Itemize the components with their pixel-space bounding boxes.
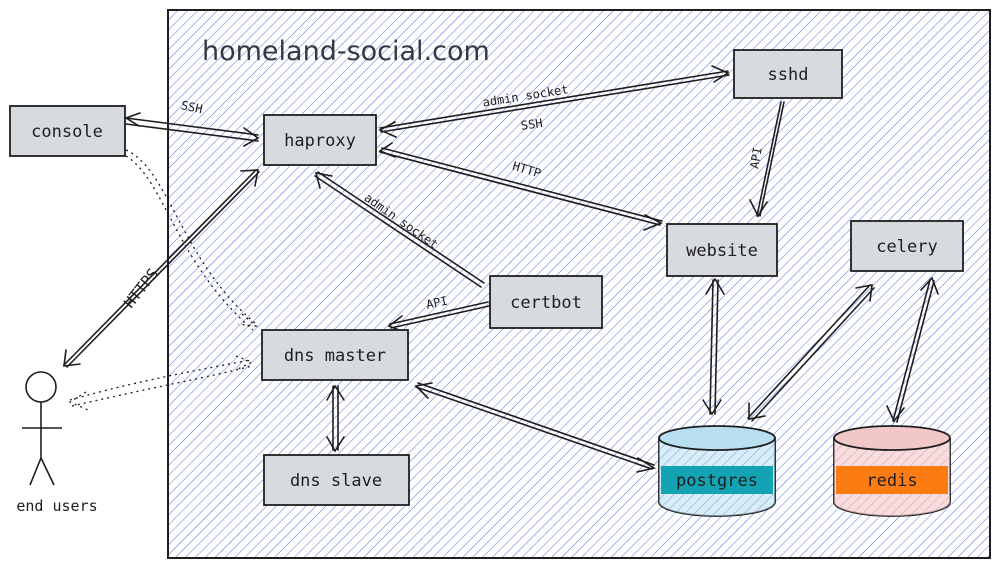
node-website: website <box>666 223 778 277</box>
edge-label-api-certbot: API <box>425 294 449 312</box>
arrowhead-website-1 <box>749 199 768 218</box>
edge-users-dnsmaster-dotted <box>69 359 251 401</box>
node-label: redis <box>866 471 917 491</box>
end-users-label: end users <box>16 497 97 515</box>
dotted-edges <box>68 149 259 411</box>
edge-dnsmaster-postgres <box>415 382 655 470</box>
arrowhead-postgres-3 <box>748 402 766 420</box>
node-label: dns master <box>284 346 386 366</box>
arrowhead-website-3 <box>705 277 725 295</box>
edge-sshd-website <box>756 101 785 217</box>
edge-celery-redis <box>892 279 935 423</box>
arrowhead-redis-1 <box>886 405 905 423</box>
arrowhead-celery-1 <box>855 284 873 302</box>
arrowhead-console-1 <box>124 112 141 127</box>
node-redis: redis <box>833 425 951 517</box>
arrowhead-users-dotted <box>68 391 89 411</box>
node-sshd: sshd <box>733 49 843 99</box>
node-postgres: postgres <box>658 425 776 517</box>
arrowhead-postgres-2 <box>702 399 722 416</box>
arrowhead-dnsslave-1 <box>326 436 345 453</box>
arrowhead-website-2 <box>643 214 663 231</box>
arrowhead-celery-2 <box>920 276 939 295</box>
edge-haproxy-website <box>379 147 663 226</box>
diagram-title: homeland-social.com <box>202 36 490 67</box>
edge-celery-postgres <box>747 284 875 422</box>
edge-console-dnsmaster-dotted <box>125 149 257 325</box>
figure-leg-left <box>29 457 42 486</box>
edge-label-api-sshd: API <box>747 146 765 170</box>
node-label: postgres <box>676 471 758 491</box>
edge-website-postgres <box>709 279 719 415</box>
node-label: haproxy <box>284 131 356 151</box>
edge-console-haproxy <box>125 117 259 142</box>
edge-haproxy-users <box>63 169 260 368</box>
node-label: celery <box>876 237 937 257</box>
edge-dnsmaster-dnsslave <box>332 385 339 451</box>
node-label: console <box>31 122 103 142</box>
edge-label-ssh: SSH <box>180 98 204 116</box>
node-label: dns slave <box>290 471 382 491</box>
node-label: certbot <box>510 293 582 313</box>
figure-head <box>25 371 57 403</box>
arrowhead-users-1 <box>63 349 81 367</box>
edges <box>63 65 939 473</box>
arrowhead-haproxy-1 <box>243 127 260 147</box>
figure-leg-right <box>40 457 55 486</box>
node-label: sshd <box>768 65 809 85</box>
postgres-band <box>661 466 773 494</box>
arrowhead-haproxy-5 <box>240 169 259 187</box>
redis-band <box>836 466 948 494</box>
edge-certbot-dnsmaster <box>389 301 490 329</box>
arrowhead-haproxy-2 <box>378 121 397 138</box>
node-console: console <box>9 105 126 157</box>
end-users-figure <box>22 371 62 486</box>
arrowhead-sshd-1 <box>711 65 730 83</box>
arrowhead-dnsmaster-2 <box>326 384 345 401</box>
node-dns-slave: dns slave <box>263 454 410 506</box>
edge-console-dnsmaster-dotted-2 <box>125 155 254 331</box>
edge-haproxy-sshd <box>379 70 730 133</box>
node-haproxy: haproxy <box>263 114 377 166</box>
node-certbot: certbot <box>489 275 603 329</box>
arrowhead-dnsmaster-3 <box>414 382 433 399</box>
arrowhead-dnsmaster-dotted <box>237 313 259 327</box>
edge-label-https: HTTPS <box>120 265 162 312</box>
edge-certbot-haproxy <box>314 171 485 288</box>
node-celery: celery <box>850 220 964 272</box>
arrowhead-haproxy-3 <box>378 142 396 158</box>
node-dns-master: dns master <box>261 329 409 381</box>
arrowhead-postgres-1 <box>636 457 657 473</box>
arrowhead-haproxy-4 <box>314 171 333 189</box>
node-label: website <box>686 241 758 261</box>
edge-label-ssh-sshd: SSH <box>520 116 543 133</box>
